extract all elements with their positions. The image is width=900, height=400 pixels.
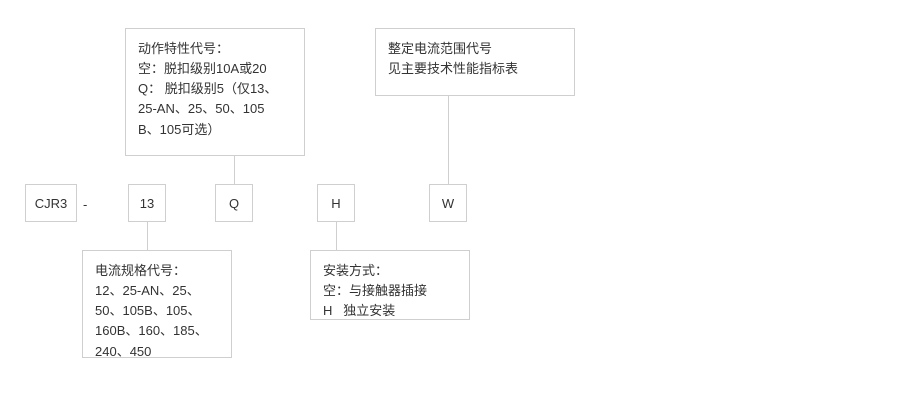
code-box-current-spec: 13 <box>128 184 166 222</box>
note-current-spec: 电流规格代号： 12、25-AN、25、 50、105B、105、 160B、1… <box>82 250 232 359</box>
connector-mounting <box>336 222 337 250</box>
code-separator-dash: - <box>83 197 88 212</box>
code-box-action-characteristic: Q <box>215 184 253 222</box>
note-mounting: 安装方式： 空：与接触器插接 H 独立安装 <box>310 250 470 320</box>
connector-action-characteristic <box>234 156 235 184</box>
connector-setting-current-range <box>448 96 449 184</box>
connector-current-spec <box>147 222 148 250</box>
code-box-series: CJR3 <box>25 184 77 222</box>
note-setting-current-range: 整定电流范围代号 见主要技术性能指标表 <box>375 28 575 96</box>
code-box-mounting: H <box>317 184 355 222</box>
note-action-characteristic: 动作特性代号： 空：脱扣级别10A或20 Q： 脱扣级别5（仅13、 25-AN… <box>125 28 305 156</box>
code-box-setting-current-range: W <box>429 184 467 222</box>
